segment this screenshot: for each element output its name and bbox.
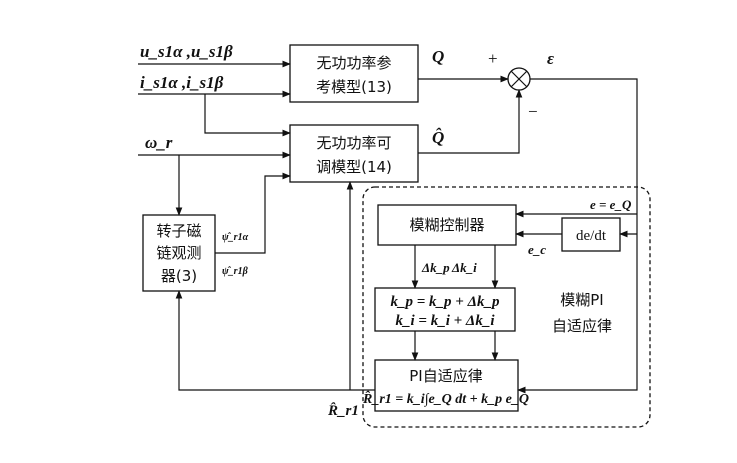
fuzzy-controller-block: 模糊控制器 [377, 204, 517, 246]
fuzzy-controller-label: 模糊控制器 [409, 216, 484, 234]
psi-alpha-label: ψ̂_r1α [222, 232, 249, 243]
group-label-line1: 模糊PI [560, 291, 603, 309]
fuzzy-pi-group-boundary [362, 186, 651, 428]
gain-update-block: k_p = k_p + Δk_p k_i = k_i + Δk_i [374, 287, 516, 332]
error-rate-label: e_c [528, 242, 546, 257]
pi-adaptive-law-block: PI自适应律 R̂_r1 = k_i∫e_Q dt + k_p e_Q [362, 359, 529, 412]
reactive-power-adjustable-model-block: 无功功率可 调模型(14) [289, 124, 419, 183]
observer-line3: 器(3) [161, 267, 197, 285]
adj-model-line2: 调模型(14) [316, 158, 392, 176]
rotor-speed-label: ω_r [145, 133, 173, 152]
group-label-line2: 自适应律 [552, 317, 612, 335]
Q-label: Q [432, 47, 444, 66]
adj-model-line1: 无功功率可 [316, 134, 391, 152]
delta-ki-label: Δk_i [451, 260, 477, 275]
psi-beta-label: ψ̂_r1β [222, 266, 249, 277]
current-input-label: i_s1α ,i_s1β [140, 73, 224, 92]
ki-update-eq: k_i = k_i + Δk_i [395, 313, 495, 329]
Q-hat-label: Q̂ [432, 128, 444, 147]
ref-model-line2: 考模型(13) [316, 78, 392, 96]
plus-sign: + [488, 49, 498, 68]
observer-line1: 转子磁 [156, 222, 201, 240]
summing-junction [507, 67, 531, 91]
pi-law-title: PI自适应律 [409, 367, 482, 385]
ref-model-line1: 无功功率参 [316, 54, 391, 72]
rotor-resistance-estimate-label: R̂_r1 [327, 402, 359, 419]
reactive-power-reference-model-block: 无功功率参 考模型(13) [289, 44, 419, 103]
kp-update-eq: k_p = k_p + Δk_p [391, 294, 500, 310]
epsilon-label: ε [547, 49, 554, 68]
signal-wires [138, 60, 638, 394]
voltage-input-label: u_s1α ,u_s1β [140, 42, 233, 61]
rotor-flux-observer-block: 转子磁 链观测 器(3) [142, 214, 216, 292]
error-label: e = e_Q [590, 197, 632, 212]
derivative-label: de/dt [576, 228, 607, 244]
observer-line2: 链观测 [156, 244, 201, 262]
delta-kp-label: Δk_p [421, 260, 450, 275]
minus-sign: − [528, 102, 538, 121]
pi-law-equation: R̂_r1 = k_i∫e_Q dt + k_p e_Q [362, 390, 529, 407]
derivative-block: de/dt [561, 217, 621, 252]
